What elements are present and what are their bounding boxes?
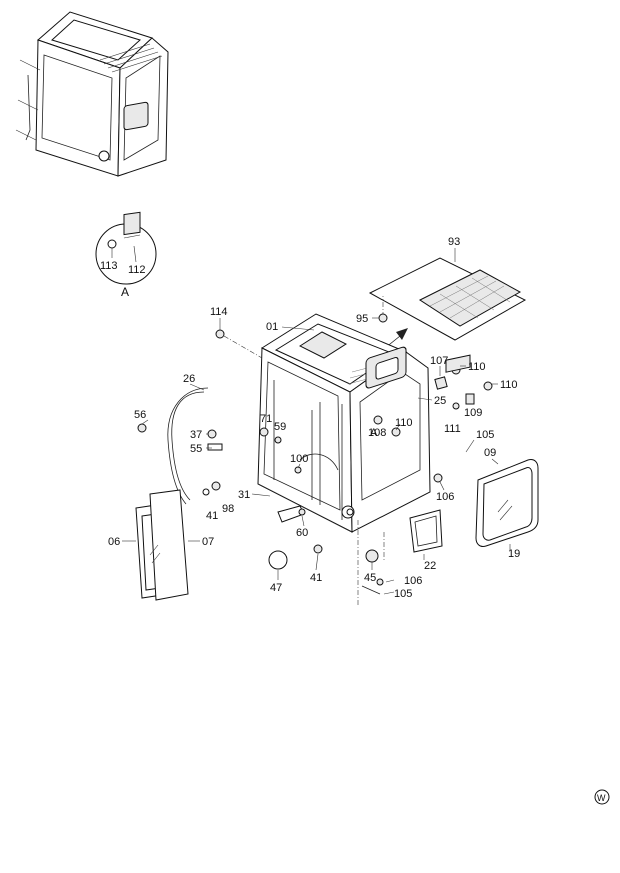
callout-47: 47 (270, 582, 282, 594)
handrail-26 (137, 387, 209, 505)
detail-a-label: A (121, 285, 129, 299)
leader-lines (122, 248, 511, 606)
callout-106-b: 106 (404, 575, 422, 587)
callout-110-a: 110 (468, 361, 486, 373)
callout-59: 59 (274, 421, 286, 433)
callout-98: 98 (222, 503, 234, 515)
callout-107: 107 (430, 355, 448, 367)
bolt-113-icon (107, 239, 117, 249)
roof-cover-93 (368, 257, 527, 341)
callout-108: 108 (368, 427, 386, 439)
callout-100: 100 (290, 453, 308, 465)
callout-37: 37 (190, 429, 202, 441)
callout-41-a: 41 (206, 510, 218, 522)
callout-31: 31 (238, 489, 250, 501)
mirror-47-icon (268, 550, 288, 570)
callout-110-c: 110 (395, 417, 413, 429)
callout-55: 55 (190, 443, 202, 455)
callout-26: 26 (183, 373, 195, 385)
callout-45: 45 (364, 572, 376, 584)
knob-45-icon (365, 549, 379, 563)
watermark-badge: W (594, 789, 610, 805)
glass-22 (409, 509, 443, 553)
cab-thumbnail (15, 11, 169, 177)
callout-71: 71 (260, 413, 272, 425)
callout-41-b: 41 (310, 572, 322, 584)
callout-95: 95 (356, 313, 368, 325)
callout-112: 112 (128, 264, 146, 276)
door-window-09-19 (475, 459, 539, 547)
callout-113: 113 (100, 260, 118, 272)
callout-labels: 93 95 114 01 107 110 110 110 26 25 109 5… (100, 236, 520, 600)
callout-19: 19 (508, 548, 520, 560)
callout-09: 09 (484, 447, 496, 459)
callout-105-b: 105 (394, 588, 412, 600)
detail-a-inset (95, 211, 157, 285)
callout-01: 01 (266, 321, 278, 333)
callout-60: 60 (296, 527, 308, 539)
side-window-06-07 (135, 489, 189, 601)
callout-07: 07 (202, 536, 214, 548)
cab-body-01 (257, 313, 431, 533)
callout-a-on-cab: A (370, 427, 378, 439)
callout-56: 56 (134, 409, 146, 421)
callout-25: 25 (434, 395, 446, 407)
callout-110-b: 110 (500, 379, 518, 391)
callout-111: 111 (444, 423, 461, 435)
callout-22: 22 (424, 560, 436, 572)
callout-06: 06 (108, 536, 120, 548)
callout-106-a: 106 (436, 491, 454, 503)
callout-93: 93 (448, 236, 460, 248)
callout-109: 109 (464, 407, 482, 419)
watermark-symbol: W (597, 793, 606, 803)
callout-114: 114 (210, 306, 228, 318)
small-parts (202, 329, 493, 595)
callout-105-a: 105 (476, 429, 494, 441)
